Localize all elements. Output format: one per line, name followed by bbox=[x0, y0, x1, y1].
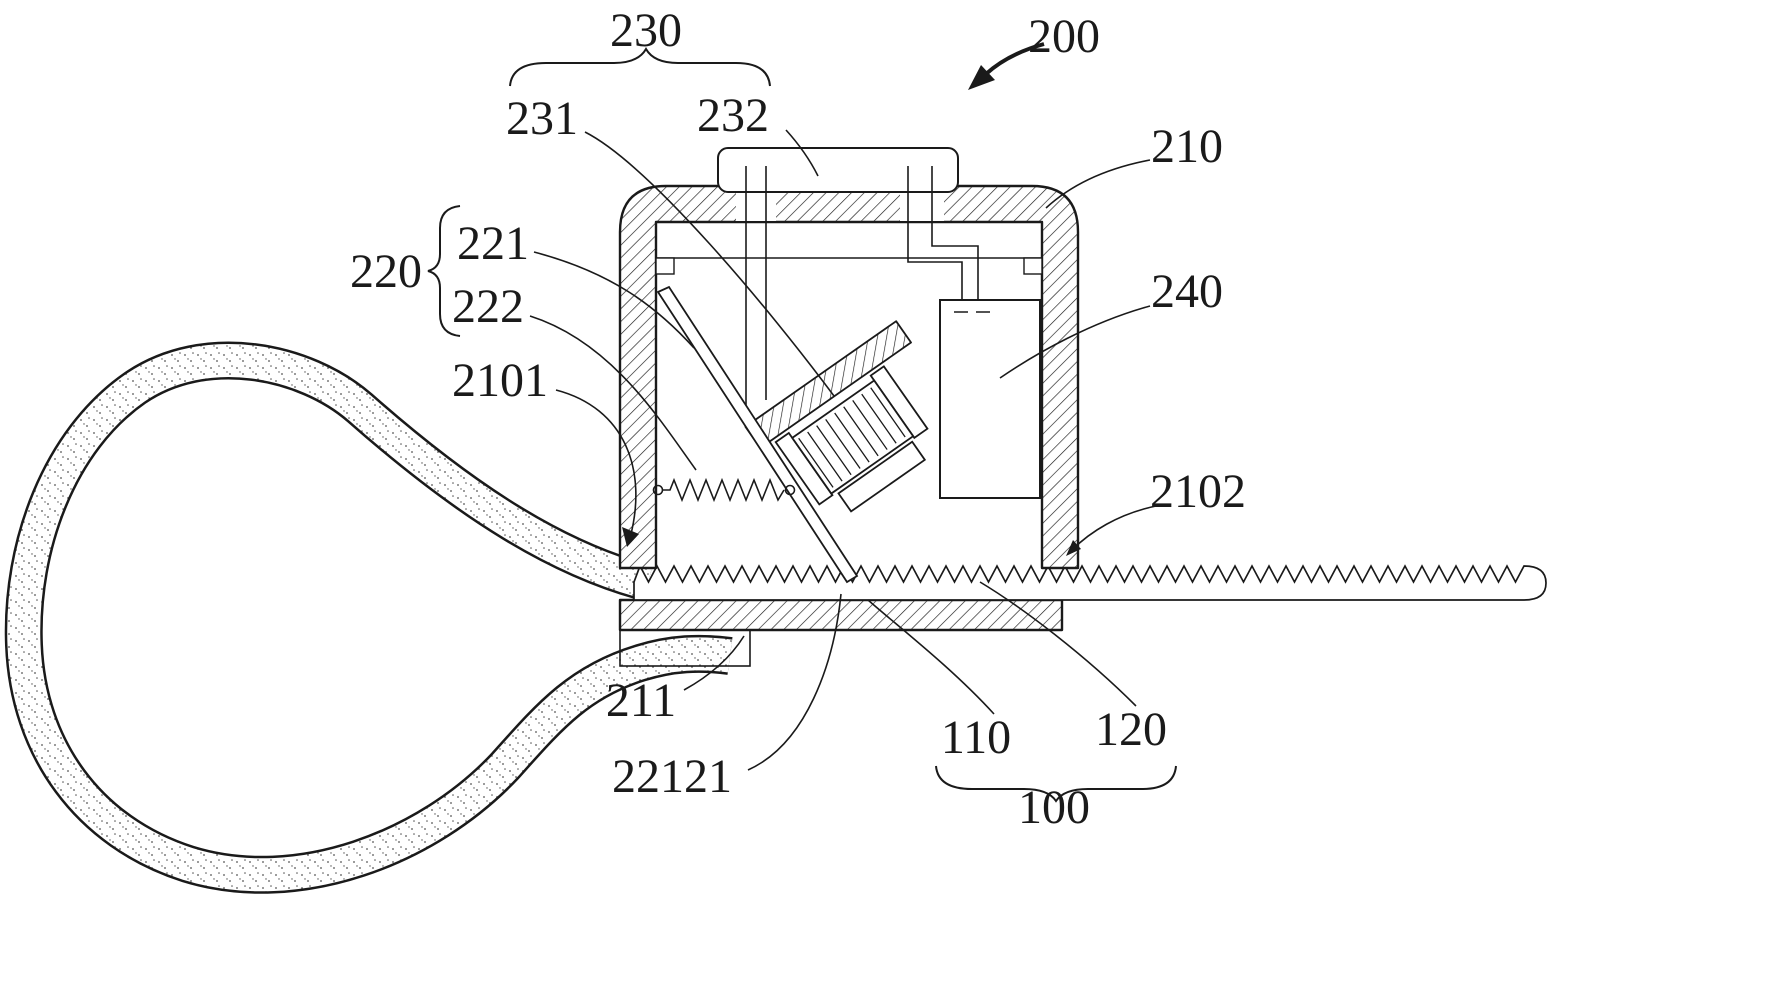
ref-label-230: 230 bbox=[610, 4, 682, 57]
ref-label-221: 221 bbox=[457, 217, 529, 270]
ref-label-211: 211 bbox=[606, 674, 676, 727]
brace-230 bbox=[509, 46, 771, 87]
buckle-base-step bbox=[619, 629, 751, 667]
battery-box-body bbox=[939, 299, 1041, 499]
ref-label-100: 100 bbox=[1018, 781, 1090, 834]
ref-label-220: 220 bbox=[350, 245, 422, 298]
ref-label-120: 120 bbox=[1095, 703, 1167, 756]
ledge-left bbox=[655, 257, 675, 275]
ledge-right bbox=[1023, 257, 1043, 275]
wiring bbox=[745, 166, 979, 422]
arrowhead-200 bbox=[968, 65, 995, 90]
leader-210 bbox=[1045, 159, 1151, 209]
coil-armature-plate bbox=[837, 440, 927, 513]
ref-label-200: 200 bbox=[1028, 10, 1100, 63]
buckle-base-plate bbox=[618, 598, 1064, 632]
brace-220 bbox=[427, 205, 461, 337]
ref-label-231: 231 bbox=[506, 92, 578, 145]
leader-221 bbox=[533, 251, 695, 349]
tie-loop-stipple-fill bbox=[7, 344, 733, 892]
connector-slot-left bbox=[736, 188, 776, 221]
ref-label-2102: 2102 bbox=[1150, 465, 1246, 518]
arrow-200-shaft bbox=[984, 42, 1045, 76]
coil-winding-lines bbox=[798, 387, 906, 488]
top-connector bbox=[717, 147, 959, 221]
ref-label-2101: 2101 bbox=[452, 354, 548, 407]
brace-100 bbox=[935, 765, 1177, 803]
arrowheads bbox=[622, 42, 1081, 556]
leader-231 bbox=[584, 131, 835, 397]
housing-shell bbox=[618, 184, 1080, 570]
leader-120 bbox=[979, 581, 1137, 707]
arrowhead-2101 bbox=[622, 527, 639, 547]
tie-loop bbox=[4, 341, 733, 894]
leader-240 bbox=[999, 305, 1151, 379]
return-spring bbox=[652, 477, 796, 503]
spring-hook-right bbox=[784, 484, 796, 496]
leader-110 bbox=[867, 599, 995, 715]
ref-label-22121: 22121 bbox=[612, 750, 732, 803]
leader-22121 bbox=[747, 593, 842, 771]
leader-2101 bbox=[555, 389, 637, 539]
braces bbox=[427, 46, 1177, 803]
serrated-strap bbox=[633, 563, 1547, 601]
leader-2102 bbox=[1071, 505, 1157, 551]
battery-box bbox=[939, 299, 1041, 499]
reference-labels: 230 200 231 232 210 220 221 222 2101 240… bbox=[350, 4, 1246, 834]
leader-lines bbox=[529, 129, 1157, 771]
leader-232 bbox=[785, 129, 819, 177]
ref-label-210: 210 bbox=[1151, 120, 1223, 173]
coil-assembly bbox=[744, 320, 929, 513]
coil-winding-body bbox=[791, 379, 915, 495]
arrowhead-2102 bbox=[1066, 540, 1081, 556]
pawl-lever bbox=[656, 285, 859, 584]
wire-battery-b bbox=[931, 166, 979, 300]
ref-label-110: 110 bbox=[941, 711, 1011, 764]
ref-label-222: 222 bbox=[452, 280, 524, 333]
leader-211 bbox=[683, 635, 745, 691]
spring-coil-zigzag bbox=[662, 477, 785, 503]
leader-222 bbox=[529, 315, 697, 471]
ref-label-240: 240 bbox=[1151, 265, 1223, 318]
inner-ledge bbox=[655, 257, 1043, 275]
ref-label-232: 232 bbox=[697, 89, 769, 142]
connector-cap bbox=[717, 147, 959, 193]
wire-battery-a bbox=[907, 166, 963, 300]
